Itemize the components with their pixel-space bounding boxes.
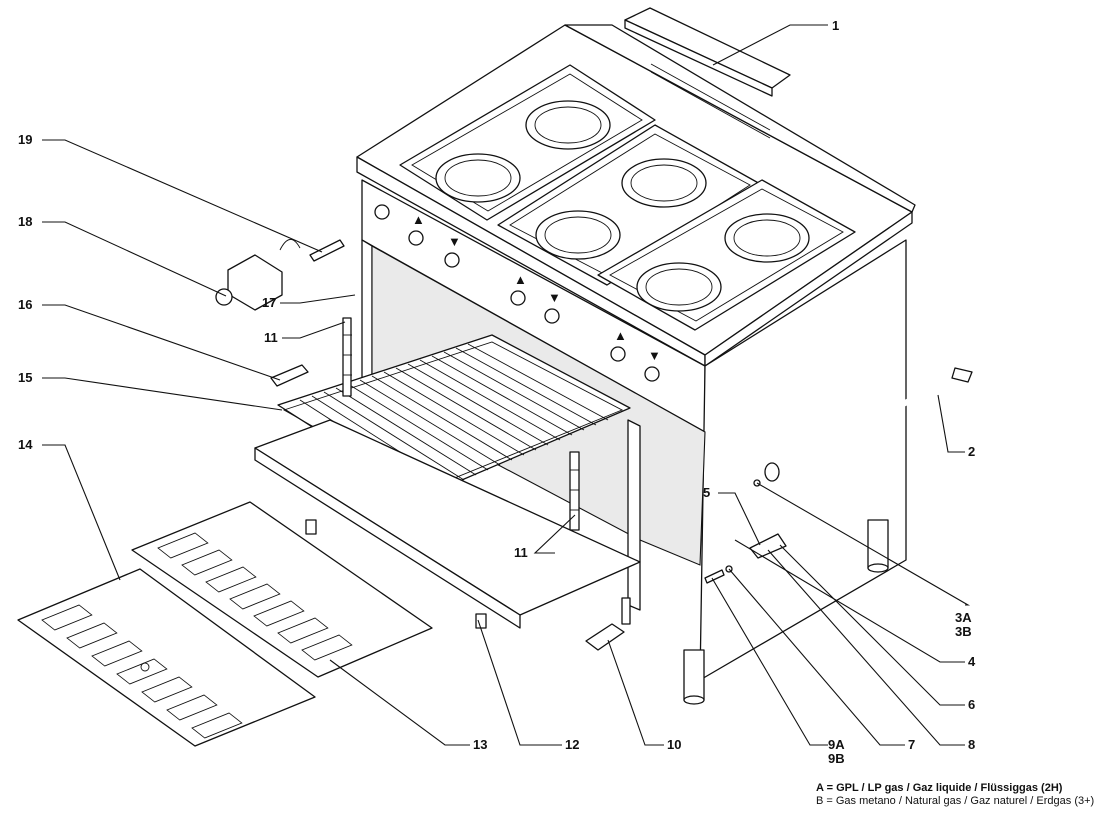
svg-text:▲: ▲: [514, 272, 527, 287]
drip-tray-13: [131, 501, 433, 678]
callout-19: 19: [18, 132, 32, 147]
hinge-part-16: [270, 364, 309, 387]
svg-text:▼: ▼: [448, 234, 461, 249]
rack-support-left: [342, 317, 352, 397]
callout-5: 5: [703, 485, 710, 500]
callout-9a: 9A: [828, 737, 845, 752]
leader-lines: [42, 24, 971, 746]
thermocouple-part-19: [279, 239, 345, 262]
hob-pan-left: [399, 64, 656, 221]
handle-part-1: [624, 7, 791, 97]
callout-8: 8: [968, 737, 975, 752]
rack-support-right: [569, 451, 580, 531]
drip-tray-14: [17, 568, 316, 747]
door-handle: [305, 519, 487, 629]
callout-11-lower: 11: [514, 545, 528, 560]
callout-7: 7: [908, 737, 915, 752]
callout-4: 4: [968, 654, 976, 669]
callout-labels: 1 2 3A 3B 4 5 6 7 8 9A 9B 10 11 11 12 13…: [18, 18, 976, 766]
callout-6: 6: [968, 697, 975, 712]
callout-10: 10: [667, 737, 681, 752]
callout-3b: 3B: [955, 624, 972, 639]
burner-tube-part-2: [764, 367, 973, 482]
callout-16: 16: [18, 297, 32, 312]
callout-12: 12: [565, 737, 579, 752]
callout-9b: 9B: [828, 751, 845, 766]
callout-2: 2: [968, 444, 975, 459]
svg-text:▼: ▼: [548, 290, 561, 305]
callout-18: 18: [18, 214, 32, 229]
oven-door: [254, 419, 641, 629]
svg-text:▲: ▲: [614, 328, 627, 343]
legend-b: B = Gas metano / Natural gas / Gaz natur…: [816, 795, 1095, 807]
svg-text:▲: ▲: [412, 212, 425, 227]
callout-14: 14: [18, 437, 33, 452]
svg-text:▼: ▼: [648, 348, 661, 363]
callout-11-upper: 11: [264, 330, 278, 345]
legend: A = GPL / LP gas / Gaz liquide / Flüssig…: [816, 782, 1094, 808]
hob-pan-right: [597, 179, 856, 331]
callout-15: 15: [18, 370, 32, 385]
callout-17: 17: [262, 295, 276, 310]
callout-1: 1: [832, 18, 839, 33]
control-knob-holes: ▲ ▼ ▲ ▼ ▲ ▼: [374, 204, 661, 382]
legend-a: A = GPL / LP gas / Gaz liquide / Flüssig…: [816, 782, 1063, 794]
callout-3a: 3A: [955, 610, 972, 625]
callout-13: 13: [473, 737, 487, 752]
